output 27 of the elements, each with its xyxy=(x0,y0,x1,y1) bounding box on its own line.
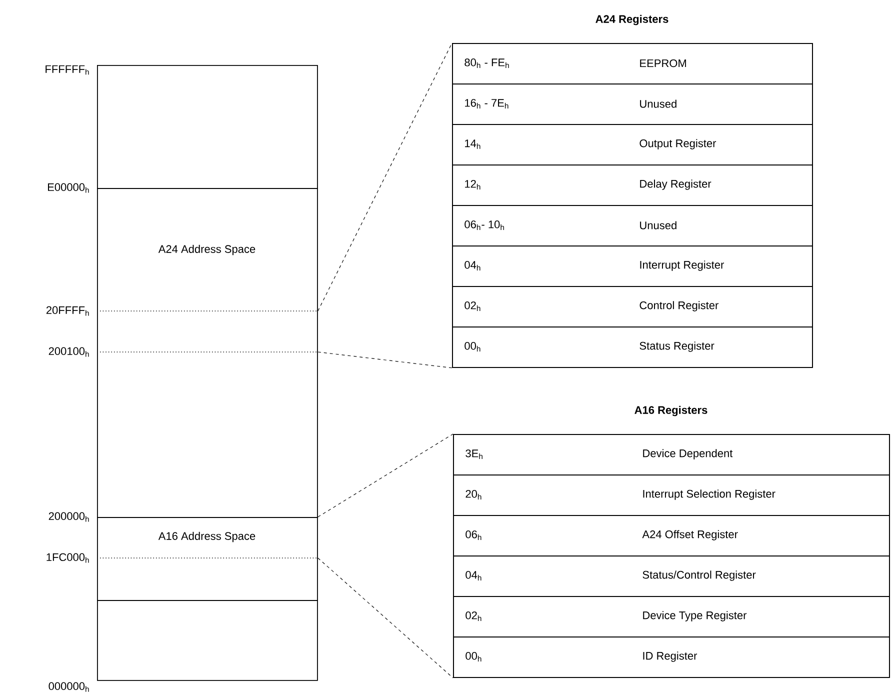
register-row: 04$_{h}$ Interrupt Register xyxy=(452,246,813,287)
register-row: 06$_{h}$- 10$_{h}$ Unused xyxy=(452,205,813,246)
memory-band: A16 Address Space xyxy=(97,517,318,601)
register-row: 02$_{h}$ Control Register xyxy=(452,286,813,328)
register-row: 14$_{h}$ Output Register xyxy=(452,124,813,166)
register-row: 16$_{h}$ - 7E$_{h}$ Unused xyxy=(452,84,813,125)
register-row: 00$_{h}$ ID Register xyxy=(453,636,890,678)
register-row: 06$_{h}$ A24 Offset Register xyxy=(453,515,890,556)
register-row: 80$_{h}$ - FE$_{h}$ EEPROM xyxy=(452,43,813,84)
register-row: 20$_{h}$ Interrupt Selection Register xyxy=(453,474,890,516)
memory-band xyxy=(97,600,318,681)
memory-band xyxy=(97,65,318,189)
zoom-line xyxy=(318,42,452,312)
register-row: 3E$_{h}$ Device Dependent xyxy=(453,434,890,476)
register-row: 04$_{h}$ Status/Control Register xyxy=(453,556,890,597)
zoom-line xyxy=(318,352,452,368)
address-label: 000000$_{h}$ xyxy=(48,682,89,692)
zoom-line xyxy=(318,558,454,678)
address-label: 200000$_{h}$ xyxy=(48,512,89,522)
zoom-line xyxy=(318,434,454,518)
address-label: E00000$_{h}$ xyxy=(48,183,89,193)
register-row: 02$_{h}$ Device Type Register xyxy=(453,596,890,638)
node-label: A24 Registers xyxy=(596,14,668,26)
node-label: A16 Registers xyxy=(634,406,708,416)
register-row: 00$_{h}$ Status Register xyxy=(452,326,813,368)
register-row: 12$_{h}$ Delay Register xyxy=(452,164,813,206)
memory-band: A24 Address Space xyxy=(97,188,318,518)
